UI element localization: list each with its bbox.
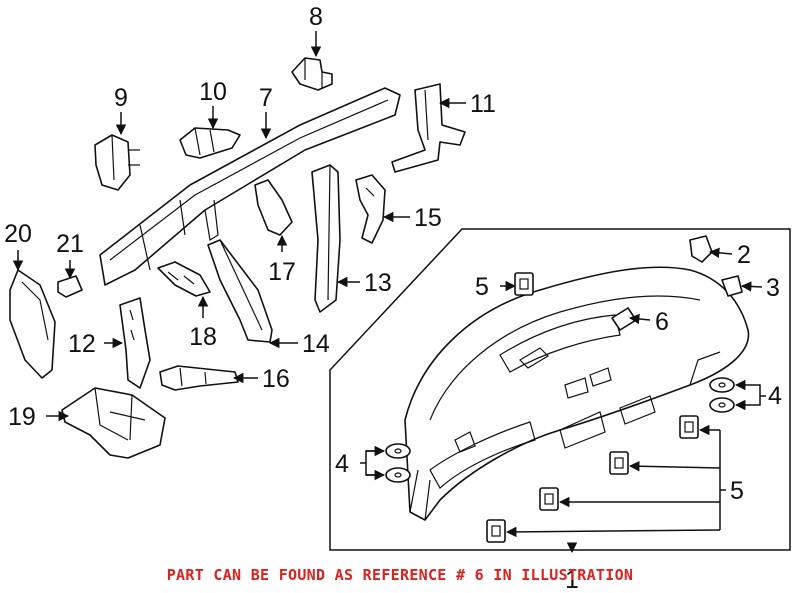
callout-21: 21: [56, 230, 84, 258]
callout-5-bottom: 5: [730, 477, 744, 505]
clip-5-c: [539, 487, 559, 511]
reference-note: PART CAN BE FOUND AS REFERENCE # 6 IN IL…: [166, 566, 634, 584]
bracket-9: [94, 134, 131, 191]
cross-car-beam: [99, 87, 401, 286]
bracket-17: [254, 179, 293, 236]
washer-4-right-b: [709, 397, 735, 413]
callout-1: 1: [565, 566, 579, 593]
callout-2: 2: [737, 241, 751, 269]
callout-16: 16: [262, 365, 290, 393]
callout-11: 11: [470, 90, 496, 118]
support-11: [391, 83, 466, 173]
support-13: [311, 164, 341, 313]
washer-4-left-b: [385, 467, 411, 483]
side-panel-20: [9, 269, 56, 379]
callout-10: 10: [199, 78, 227, 106]
callout-14: 14: [302, 330, 330, 358]
assembly-frame: [329, 228, 791, 551]
callout-15: 15: [414, 204, 442, 232]
dashboard-panel: [404, 266, 750, 521]
callout-19: 19: [8, 403, 36, 431]
bracket-10: [179, 127, 241, 159]
clip-5-top: [514, 272, 534, 296]
bracket-15: [355, 174, 386, 244]
clip-2: [689, 235, 713, 263]
clip-21: [57, 275, 83, 298]
callout-5-top: 5: [475, 273, 489, 301]
bracket-8: [291, 57, 333, 91]
callout-4-left: 4: [335, 450, 349, 478]
callout-20: 20: [4, 220, 32, 248]
callout-8: 8: [309, 3, 323, 31]
bracket-18: [157, 261, 211, 297]
callout-9: 9: [114, 84, 128, 112]
clip-3: [721, 275, 743, 297]
callout-7: 7: [259, 84, 273, 112]
bracket-12: [119, 297, 151, 389]
callout-12: 12: [68, 330, 96, 358]
callout-6: 6: [655, 308, 669, 336]
callout-13: 13: [364, 269, 392, 297]
clip-5-d: [486, 519, 506, 543]
washer-4-left-a: [385, 443, 411, 459]
callout-4-right: 4: [768, 382, 782, 410]
support-14: [207, 239, 273, 343]
washer-4-right-a: [709, 377, 735, 393]
callout-18: 18: [189, 323, 217, 351]
callout-3: 3: [766, 274, 780, 302]
bracket-16: [159, 365, 239, 391]
clip-5-a: [679, 415, 699, 439]
clip-5-b: [609, 451, 629, 475]
bracket-19: [61, 387, 166, 459]
callout-17: 17: [268, 258, 296, 286]
